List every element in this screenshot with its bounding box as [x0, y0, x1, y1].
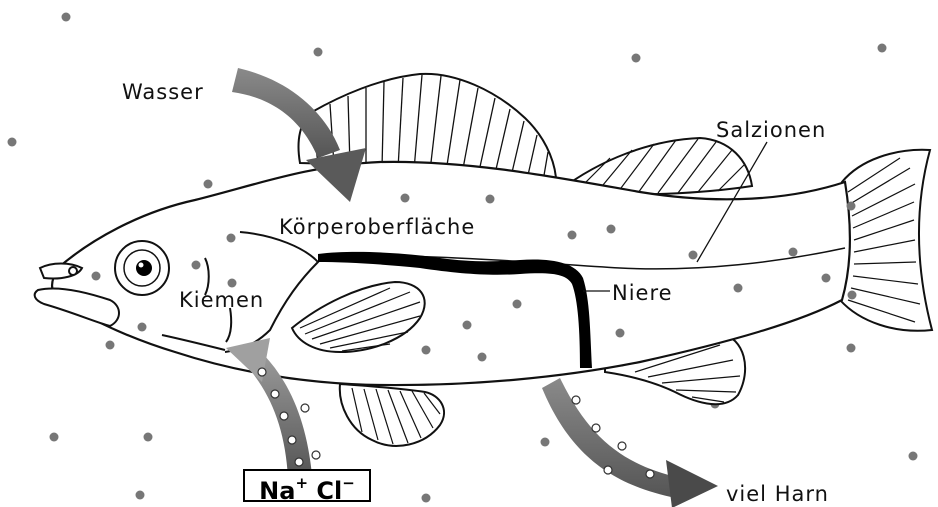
- ion-label-box: Na+ Cl−: [243, 469, 371, 502]
- label-salt-ions: Salzionen: [716, 120, 826, 141]
- label-kidney: Niere: [612, 283, 673, 304]
- label-body-surface: Körperoberfläche: [279, 217, 475, 238]
- sodium-symbol: Na: [259, 477, 295, 505]
- fish-eye: [115, 241, 169, 295]
- pelvic-fin: [340, 384, 444, 446]
- chloride-symbol: Cl: [316, 477, 342, 505]
- label-water: Wasser: [122, 82, 204, 103]
- sodium-charge: +: [295, 474, 308, 492]
- label-gills: Kiemen: [179, 290, 264, 311]
- tail-fin: [840, 150, 932, 331]
- label-urine: viel Harn: [726, 484, 829, 505]
- chloride-charge: −: [342, 474, 355, 492]
